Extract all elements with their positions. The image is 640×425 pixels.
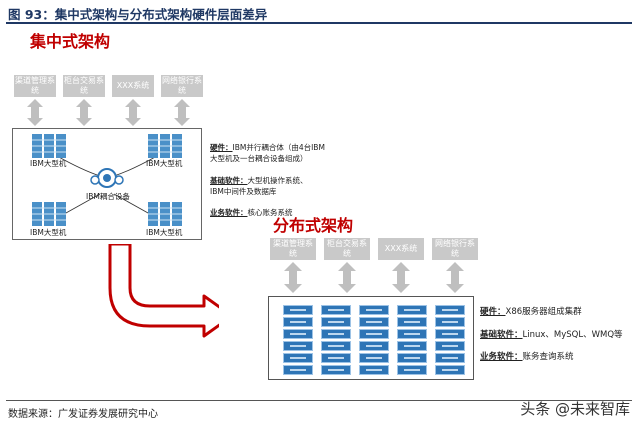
central-desc-hardware-2: 大型机及一台耦合设备组成） (210, 153, 308, 164)
server-unit (283, 353, 313, 363)
server-unit (283, 365, 313, 375)
central-channel-3: XXX系统 (112, 75, 154, 97)
server-unit (397, 329, 427, 339)
double-arrow-2 (76, 99, 92, 126)
figure-title: 图 93：集中式架构与分布式架构硬件层面差异 (8, 7, 268, 22)
coupler-label: IBM耦合设备 (86, 192, 130, 201)
central-desc-base: 基础软件：大型机操作系统、 (210, 175, 308, 186)
dist-channel-4: 网络银行系统 (432, 238, 478, 260)
footer-rule (6, 400, 632, 401)
server-unit (435, 317, 465, 327)
dist-desc-base-key: 基础软件： (480, 330, 523, 340)
central-desc-business-key: 业务软件： (210, 208, 248, 217)
server-unit (359, 365, 389, 375)
server-unit (397, 317, 427, 327)
dist-double-arrow-1 (284, 262, 302, 293)
mainframe-label-tr: IBM大型机 (146, 159, 183, 168)
central-desc-base-2: IBM中间件及数据库 (210, 186, 276, 197)
watermark: 头条 @未来智库 (520, 400, 630, 418)
central-desc-base-text: 大型机操作系统、 (247, 176, 308, 185)
server-unit (397, 365, 427, 375)
server-unit (359, 341, 389, 351)
server-unit (397, 353, 427, 363)
mainframe-label-br: IBM大型机 (146, 228, 183, 237)
centralized-title: 集中式架构 (30, 32, 111, 51)
server-unit (397, 305, 427, 315)
dist-desc-business-text: 账务查询系统 (522, 352, 574, 362)
server-cluster-frame (268, 296, 474, 380)
dist-desc-business: 业务软件：账务查询系统 (480, 351, 574, 363)
dist-double-arrow-2 (338, 262, 356, 293)
server-unit (283, 329, 313, 339)
central-desc-business-text: 核心账务系统 (247, 208, 293, 217)
server-unit (321, 365, 351, 375)
dist-desc-hardware: 硬件：X86服务器组成集群 (480, 306, 582, 318)
dist-channel-2: 柜台交易系统 (324, 238, 370, 260)
central-double-arrows (27, 99, 190, 126)
server-unit (321, 317, 351, 327)
server-unit (359, 329, 389, 339)
dist-desc-base-text: Linux、MySQL、WMQ等 (522, 330, 623, 340)
central-channel-4: 网络银行系统 (161, 75, 203, 97)
central-desc-business: 业务软件：核心账务系统 (210, 207, 293, 218)
server-unit (359, 305, 389, 315)
central-channel-1: 渠道管理系统 (14, 75, 56, 97)
server-unit (321, 305, 351, 315)
transition-arrow (108, 244, 219, 338)
server-grid (269, 297, 473, 379)
dist-double-arrow-4 (446, 262, 464, 293)
mainframe-label-bl: IBM大型机 (30, 228, 67, 237)
server-unit (283, 317, 313, 327)
dist-desc-base: 基础软件：Linux、MySQL、WMQ等 (480, 329, 623, 341)
double-arrow-1 (27, 99, 43, 126)
server-unit (435, 305, 465, 315)
server-unit (321, 341, 351, 351)
dist-double-arrow-3 (392, 262, 410, 293)
server-unit (435, 365, 465, 375)
mainframe-icon-tl (32, 134, 66, 158)
server-unit (397, 341, 427, 351)
dist-channel-1: 渠道管理系统 (270, 238, 316, 260)
mainframe-icon-br (148, 202, 182, 226)
server-unit (321, 353, 351, 363)
double-arrow-4 (174, 99, 190, 126)
server-unit (283, 305, 313, 315)
central-channel-2: 柜台交易系统 (63, 75, 105, 97)
link-tl (56, 155, 101, 177)
dist-desc-hardware-text: X86服务器组成集群 (505, 307, 582, 317)
title-rule (6, 22, 632, 24)
server-unit (359, 353, 389, 363)
dist-double-arrows (284, 262, 464, 293)
distributed-title: 分布式架构 (273, 216, 354, 235)
link-tr (113, 155, 158, 177)
server-unit (435, 341, 465, 351)
dist-desc-business-key: 业务软件： (480, 352, 523, 362)
central-desc-hardware-key: 硬件： (210, 143, 233, 152)
coupler-icon (90, 168, 124, 188)
server-unit (321, 329, 351, 339)
central-desc-hardware-text: IBM并行耦合体（由4台IBM (232, 143, 325, 152)
dist-channel-3: XXX系统 (378, 238, 424, 260)
central-desc-base-text-2: IBM中间件及数据库 (210, 187, 277, 196)
mainframe-icon-tr (148, 134, 182, 158)
dist-desc-hardware-key: 硬件： (480, 307, 506, 317)
server-unit (359, 317, 389, 327)
mainframe-icon-bl (32, 202, 66, 226)
source-note: 数据来源：广发证券发展研究中心 (8, 409, 158, 420)
mainframe-cluster-graphic (32, 134, 182, 226)
mainframe-label-tl: IBM大型机 (30, 159, 67, 168)
server-unit (435, 353, 465, 363)
double-arrow-3 (125, 99, 141, 126)
central-desc-hardware: 硬件：IBM并行耦合体（由4台IBM (210, 142, 325, 153)
central-desc-hardware-text-2: 大型机及一台耦合设备组成） (210, 154, 308, 163)
central-desc-base-key: 基础软件： (210, 176, 248, 185)
server-unit (283, 341, 313, 351)
server-unit (435, 329, 465, 339)
